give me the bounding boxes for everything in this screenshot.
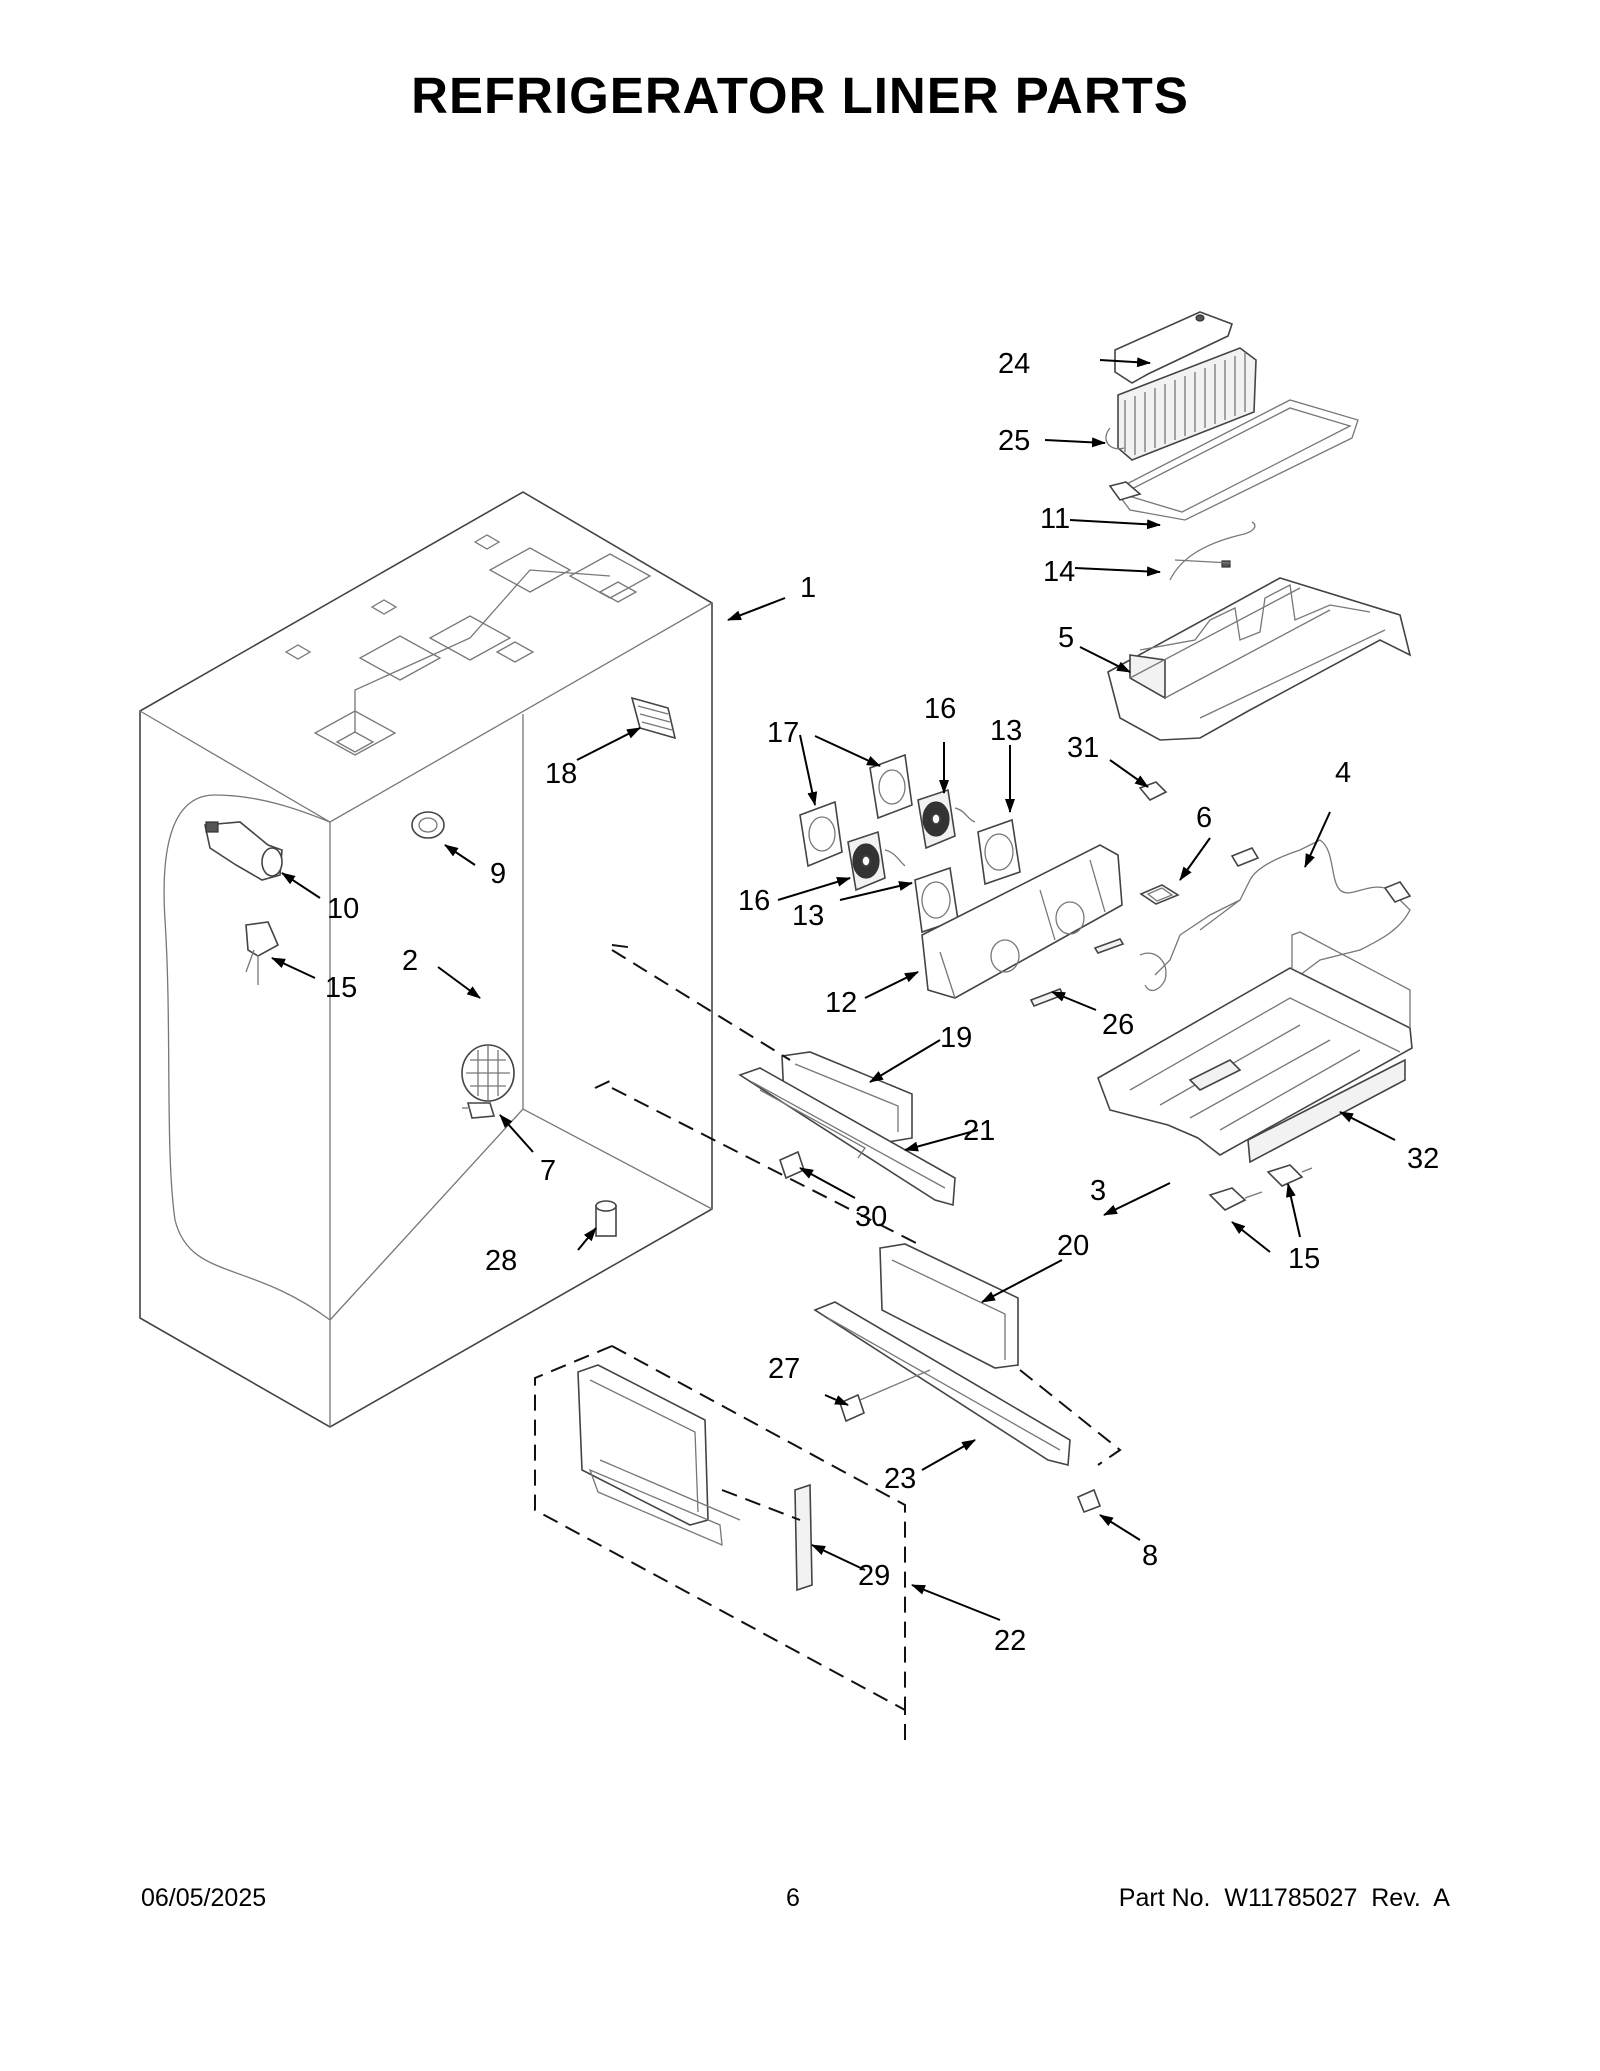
callout-13b: 13 xyxy=(792,900,824,932)
callout-3: 3 xyxy=(1090,1175,1106,1207)
callout-27: 27 xyxy=(768,1353,800,1385)
callout-19: 19 xyxy=(940,1022,972,1054)
part-15-sensors-right xyxy=(1208,1164,1313,1211)
callout-26: 26 xyxy=(1102,1009,1134,1041)
part-25-evaporator xyxy=(1105,347,1257,461)
part-3-pan-assembly xyxy=(1097,931,1413,1164)
callout-15a: 15 xyxy=(325,972,357,1004)
callout-20: 20 xyxy=(1057,1230,1089,1262)
callout-29: 29 xyxy=(858,1560,890,1592)
callout-12: 12 xyxy=(825,987,857,1019)
liner-cabinet xyxy=(139,491,713,1428)
callout-18: 18 xyxy=(545,758,577,790)
callout-28: 28 xyxy=(485,1245,517,1277)
callout-30: 30 xyxy=(855,1201,887,1233)
part-10-housing xyxy=(204,821,283,881)
part-20-bracket xyxy=(879,1243,1019,1369)
part-4-wire-harness xyxy=(1139,839,1412,1031)
callout-11: 11 xyxy=(1040,503,1070,535)
callout-16a: 16 xyxy=(924,693,956,725)
callout-4: 4 xyxy=(1335,757,1351,789)
part-16-fan-left xyxy=(847,830,906,892)
callout-23: 23 xyxy=(884,1463,916,1495)
guide-lines xyxy=(534,944,1122,1740)
part-7-screw xyxy=(462,1102,496,1119)
page-title: REFRIGERATOR LINER PARTS xyxy=(411,67,1189,124)
part-29-strip xyxy=(794,1483,813,1592)
callout-9: 9 xyxy=(490,858,506,890)
part-23-rail xyxy=(813,1301,1071,1467)
part-16-fan-right xyxy=(917,788,976,850)
part-22-track-assembly xyxy=(577,1364,741,1547)
footer-date: 06/05/2025 xyxy=(141,1884,267,1912)
callout-6: 6 xyxy=(1196,802,1212,834)
part-6-pad xyxy=(1139,884,1180,905)
part-18-vent xyxy=(630,696,677,740)
part-27-screw xyxy=(839,1369,931,1423)
callout-arrows xyxy=(271,357,1396,1621)
part-11-heater xyxy=(1108,399,1359,521)
footer-page-number: 6 xyxy=(786,1884,800,1912)
callout-labels: 1 2 3 4 5 6 7 8 9 10 11 12 13 13 14 15 1… xyxy=(325,348,1439,1657)
part-8-screw xyxy=(1076,1488,1102,1514)
part-17-fan-housing-left xyxy=(799,800,843,868)
callout-10: 10 xyxy=(327,893,359,925)
part-28-cylinder xyxy=(595,1200,617,1237)
part-13-fan-motor-right xyxy=(977,818,1021,886)
callout-14: 14 xyxy=(1043,556,1075,588)
callout-31: 31 xyxy=(1067,732,1099,764)
part-9-grommet xyxy=(411,811,445,839)
callout-32: 32 xyxy=(1407,1143,1439,1175)
footer-part-number: Part No. W11785027 Rev. A xyxy=(1118,1884,1450,1912)
part-12-fan-shroud xyxy=(921,844,1123,999)
callout-16b: 16 xyxy=(738,885,770,917)
part-5-evaporator-cover xyxy=(1107,577,1412,741)
callout-7: 7 xyxy=(540,1155,556,1187)
callout-21: 21 xyxy=(963,1115,995,1147)
part-2-grille xyxy=(461,1044,515,1102)
part-21-rail xyxy=(738,1067,956,1207)
callout-8: 8 xyxy=(1142,1540,1158,1572)
part-26-strips xyxy=(1029,938,1125,1008)
callout-15b: 15 xyxy=(1288,1243,1320,1275)
part-14-sensor-wire xyxy=(1169,521,1256,581)
callout-17: 17 xyxy=(767,717,799,749)
callout-24: 24 xyxy=(998,348,1030,380)
callout-25: 25 xyxy=(998,425,1030,457)
callout-2: 2 xyxy=(402,945,418,977)
part-17-fan-housing-right xyxy=(869,753,913,820)
part-30-screw xyxy=(779,1150,805,1180)
part-15-sensor-left xyxy=(245,921,280,985)
callout-13a: 13 xyxy=(990,715,1022,747)
callout-1: 1 xyxy=(800,572,816,604)
callout-22: 22 xyxy=(994,1625,1026,1657)
callout-5: 5 xyxy=(1058,622,1074,654)
